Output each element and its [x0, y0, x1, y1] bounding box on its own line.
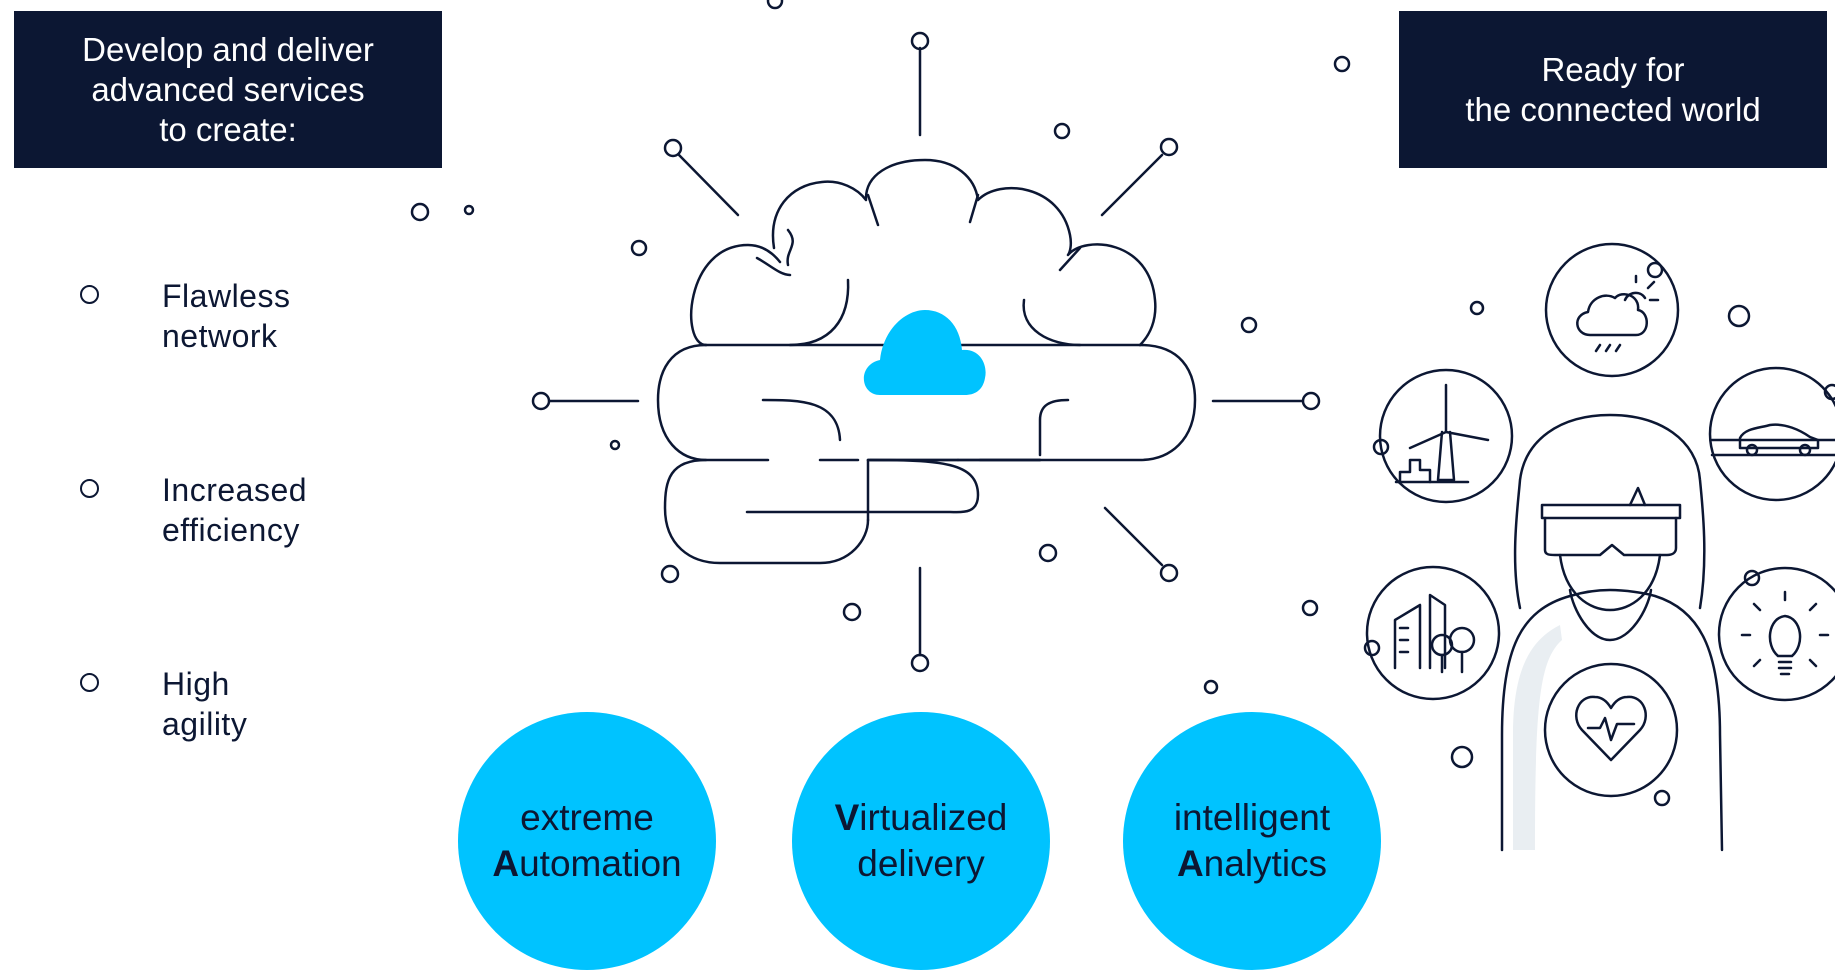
illustration — [410, 0, 1835, 852]
wind-turbine-icon — [1372, 368, 1514, 504]
bullet-3-line-2: agility — [162, 706, 248, 742]
bullet-1-line-2: network — [162, 318, 278, 354]
pillar-1-line-2: utomation — [519, 843, 682, 884]
vr-person-icon — [1500, 413, 1724, 852]
pillar-2-initial: V — [834, 797, 860, 838]
left-header-line-1: Develop and deliver — [82, 30, 374, 68]
pillar-2-line-1: irtualized — [859, 797, 1008, 838]
right-header-line-2: the connected world — [1465, 90, 1761, 128]
heart-pulse-icon — [1543, 662, 1679, 807]
pillar-automation: extreme Automation — [458, 712, 716, 970]
left-header-line-2: advanced services — [91, 70, 365, 108]
cloud-icon — [863, 310, 986, 395]
bullet-3-line-1: High — [162, 666, 230, 702]
left-header-line-3: to create: — [159, 110, 297, 148]
pillar-virtualized: Virtualized delivery — [792, 712, 1050, 970]
bullet-2-line-1: Increased — [162, 472, 308, 508]
car-icon — [1708, 366, 1835, 502]
bullet-flawless-network: Flawless network — [80, 276, 500, 356]
pillar-3-line-2: nalytics — [1203, 843, 1328, 884]
radiating-lines — [531, 31, 1321, 673]
decorative-dots — [410, 0, 1751, 769]
right-header-box: Ready for the connected world — [1399, 11, 1827, 168]
city-icon — [1363, 565, 1501, 701]
pillar-3-line-1: intelligent — [1173, 797, 1331, 838]
left-header-box: Develop and deliver advanced services to… — [14, 11, 442, 168]
pillar-analytics: intelligent Analytics — [1123, 712, 1381, 970]
bullet-1-line-1: Flawless — [162, 278, 291, 314]
bullet-ring-icon — [80, 285, 99, 304]
bullet-ring-icon — [80, 673, 99, 692]
pillar-2-line-2: delivery — [857, 843, 985, 884]
bullet-increased-efficiency: Increased efficiency — [80, 470, 500, 550]
bullet-ring-icon — [80, 479, 99, 498]
bullet-high-agility: High agility — [80, 664, 500, 744]
right-header-line-1: Ready for — [1541, 50, 1685, 88]
weather-icon — [1544, 242, 1680, 378]
pillar-3-initial: A — [1176, 843, 1204, 884]
pillar-1-initial: A — [492, 843, 520, 884]
bullet-2-line-2: efficiency — [162, 512, 300, 548]
lightbulb-icon — [1717, 566, 1835, 702]
pillar-1-line-1: extreme — [520, 797, 654, 838]
